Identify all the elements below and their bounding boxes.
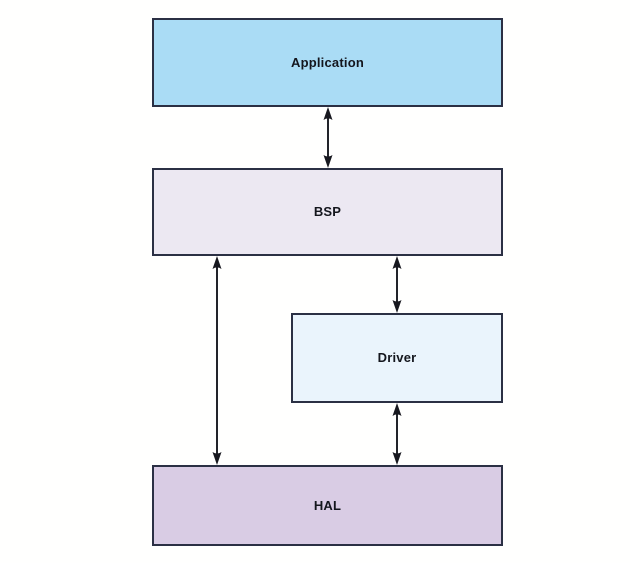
node-bsp[interactable]: BSP [152, 168, 503, 256]
edge-bsp-driver [385, 256, 409, 313]
node-driver[interactable]: Driver [291, 313, 503, 403]
node-hal[interactable]: HAL [152, 465, 503, 546]
edge-bsp-hal [205, 256, 229, 465]
node-driver-label: Driver [377, 350, 417, 366]
node-application[interactable]: Application [152, 18, 503, 107]
node-application-label: Application [291, 54, 364, 70]
node-bsp-label: BSP [313, 204, 342, 220]
edge-application-bsp [316, 107, 340, 168]
edge-driver-hal [385, 403, 409, 465]
node-hal-label: HAL [313, 497, 342, 513]
